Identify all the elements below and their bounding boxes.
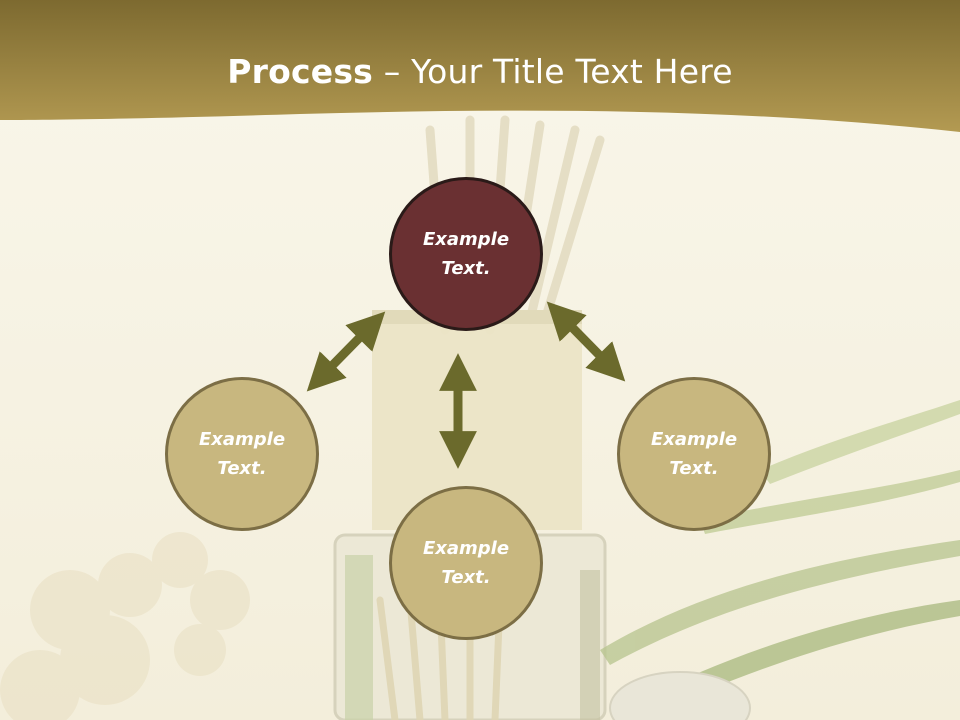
title-strong: Process xyxy=(227,52,374,91)
slide-title: Process – Your Title Text Here xyxy=(0,52,960,91)
node-left[interactable]: Example Text. xyxy=(165,377,319,531)
header-band xyxy=(0,0,960,132)
node-top-text: Example Text. xyxy=(422,229,510,279)
arrow-top-left xyxy=(306,311,386,392)
node-bottom[interactable]: Example Text. xyxy=(389,486,543,640)
title-rest: – Your Title Text Here xyxy=(373,52,733,91)
node-right-text: Example Text. xyxy=(650,429,738,479)
node-top[interactable]: Example Text. xyxy=(389,177,543,331)
node-left-text: Example Text. xyxy=(198,429,286,479)
node-bottom-text: Example Text. xyxy=(422,538,510,588)
node-right[interactable]: Example Text. xyxy=(617,377,771,531)
arrow-top-right xyxy=(546,301,626,382)
